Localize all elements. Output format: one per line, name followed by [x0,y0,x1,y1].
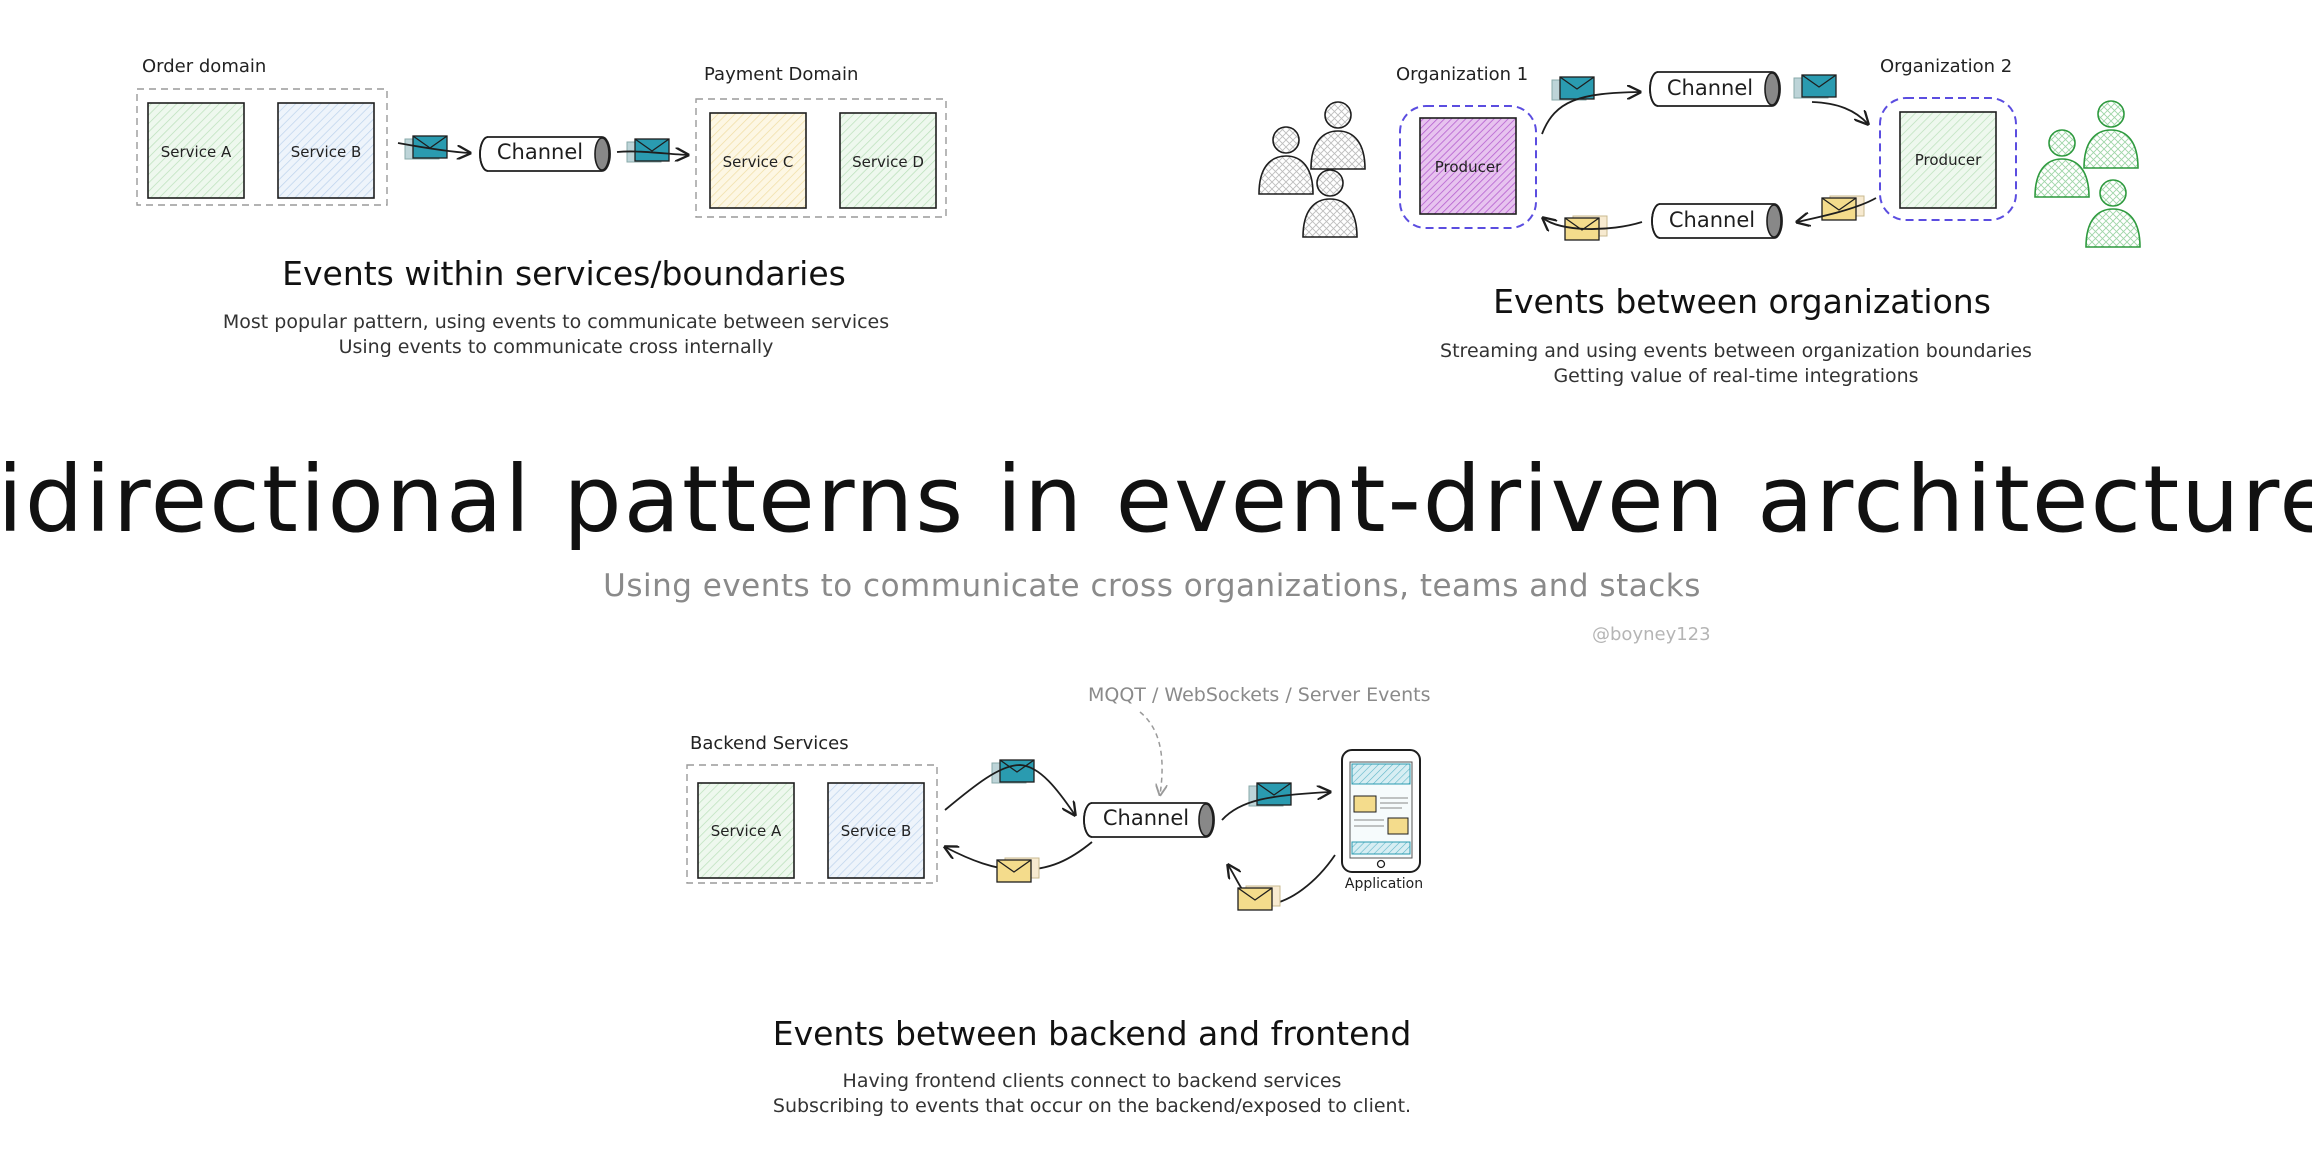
producer1-label: Producer [1434,158,1502,176]
service-c-box [709,112,807,209]
backend-service-b-box [827,782,925,879]
user-icon [2085,179,2141,248]
order-domain-label: Order domain [142,56,267,77]
user-icon [2083,100,2139,169]
user-icon [1310,101,1366,170]
backend-service-b-label: Service B [840,822,912,840]
service-a-label: Service A [160,143,232,161]
arrow-to-channel [944,764,1075,815]
org1-label: Organization 1 [1396,64,1529,85]
order-domain-box [136,88,388,206]
page-subtitle: Using events to communicate cross organi… [603,568,1701,604]
phone-icon [1341,749,1421,873]
protocols-label: MQQT / WebSockets / Server Events [1088,684,1431,706]
org2-boundary [1879,97,2017,221]
event-envelope-icon [1793,74,1837,99]
within-desc-line2: Using events to communicate cross intern… [338,336,774,358]
payment-domain-label: Payment Domain [704,64,859,85]
frontend-desc-line2: Subscribing to events that occur on the … [772,1095,1412,1117]
protocol-pointer-arrow [1139,711,1162,795]
service-d-label: Service D [852,153,924,171]
backend-services-label: Backend Services [690,733,849,754]
payment-domain-box [695,98,947,218]
backend-service-a-label: Service A [710,822,782,840]
frontend-section [686,711,1421,911]
within-section [136,88,947,218]
event-envelope-icon [626,138,670,163]
producer2-label: Producer [1914,151,1982,169]
service-a-box [147,102,245,199]
service-b-box [277,102,375,199]
channel-top-label: Channel [1666,76,1754,100]
backend-service-a-box [697,782,795,879]
frontend-desc-line1: Having frontend clients connect to backe… [842,1070,1342,1092]
author-handle: @boyney123 [1592,624,1711,645]
service-c-label: Service C [722,153,794,171]
orgs-desc-line2: Getting value of real-time integrations [1553,365,1919,387]
channel-label: Channel [496,140,584,164]
orgs-section [1258,71,2141,248]
within-desc-line1: Most popular pattern, using events to co… [222,311,890,333]
channel-label: Channel [1102,806,1190,830]
event-envelope-icon [996,857,1040,883]
arrow-to-org1 [1543,218,1643,229]
arrow-to-channel [397,142,470,153]
arrow-to-payment [616,151,688,155]
arrow-to-top-channel [1541,92,1640,135]
orgs-desc-line1: Streaming and using events between organ… [1440,340,2032,362]
arrow-to-app [1221,792,1330,821]
page-title: Bidirectional patterns in event-driven a… [0,446,2312,553]
frontend-title: Events between backend and frontend [772,1014,1412,1053]
event-envelope-icon [1237,885,1281,911]
org1-boundary [1399,105,1537,229]
channel-bottom-label: Channel [1668,208,1756,232]
service-b-label: Service B [290,143,362,161]
backend-services-box [686,764,938,884]
event-envelope-icon [1248,782,1292,807]
org2-label: Organization 2 [1880,56,2013,77]
producer1-box [1419,117,1517,215]
orgs-title: Events between organizations [1493,282,1991,321]
user-icon [1258,126,1314,195]
user-icon [2034,129,2090,198]
producer2-box [1899,111,1997,209]
service-d-box [839,112,937,209]
within-title: Events within services/boundaries [282,254,846,293]
arrow-to-bottom-channel [1797,197,1877,222]
application-label: Application [1344,876,1424,892]
arrow-to-org2 [1811,101,1868,124]
event-envelope-icon [1821,195,1865,221]
